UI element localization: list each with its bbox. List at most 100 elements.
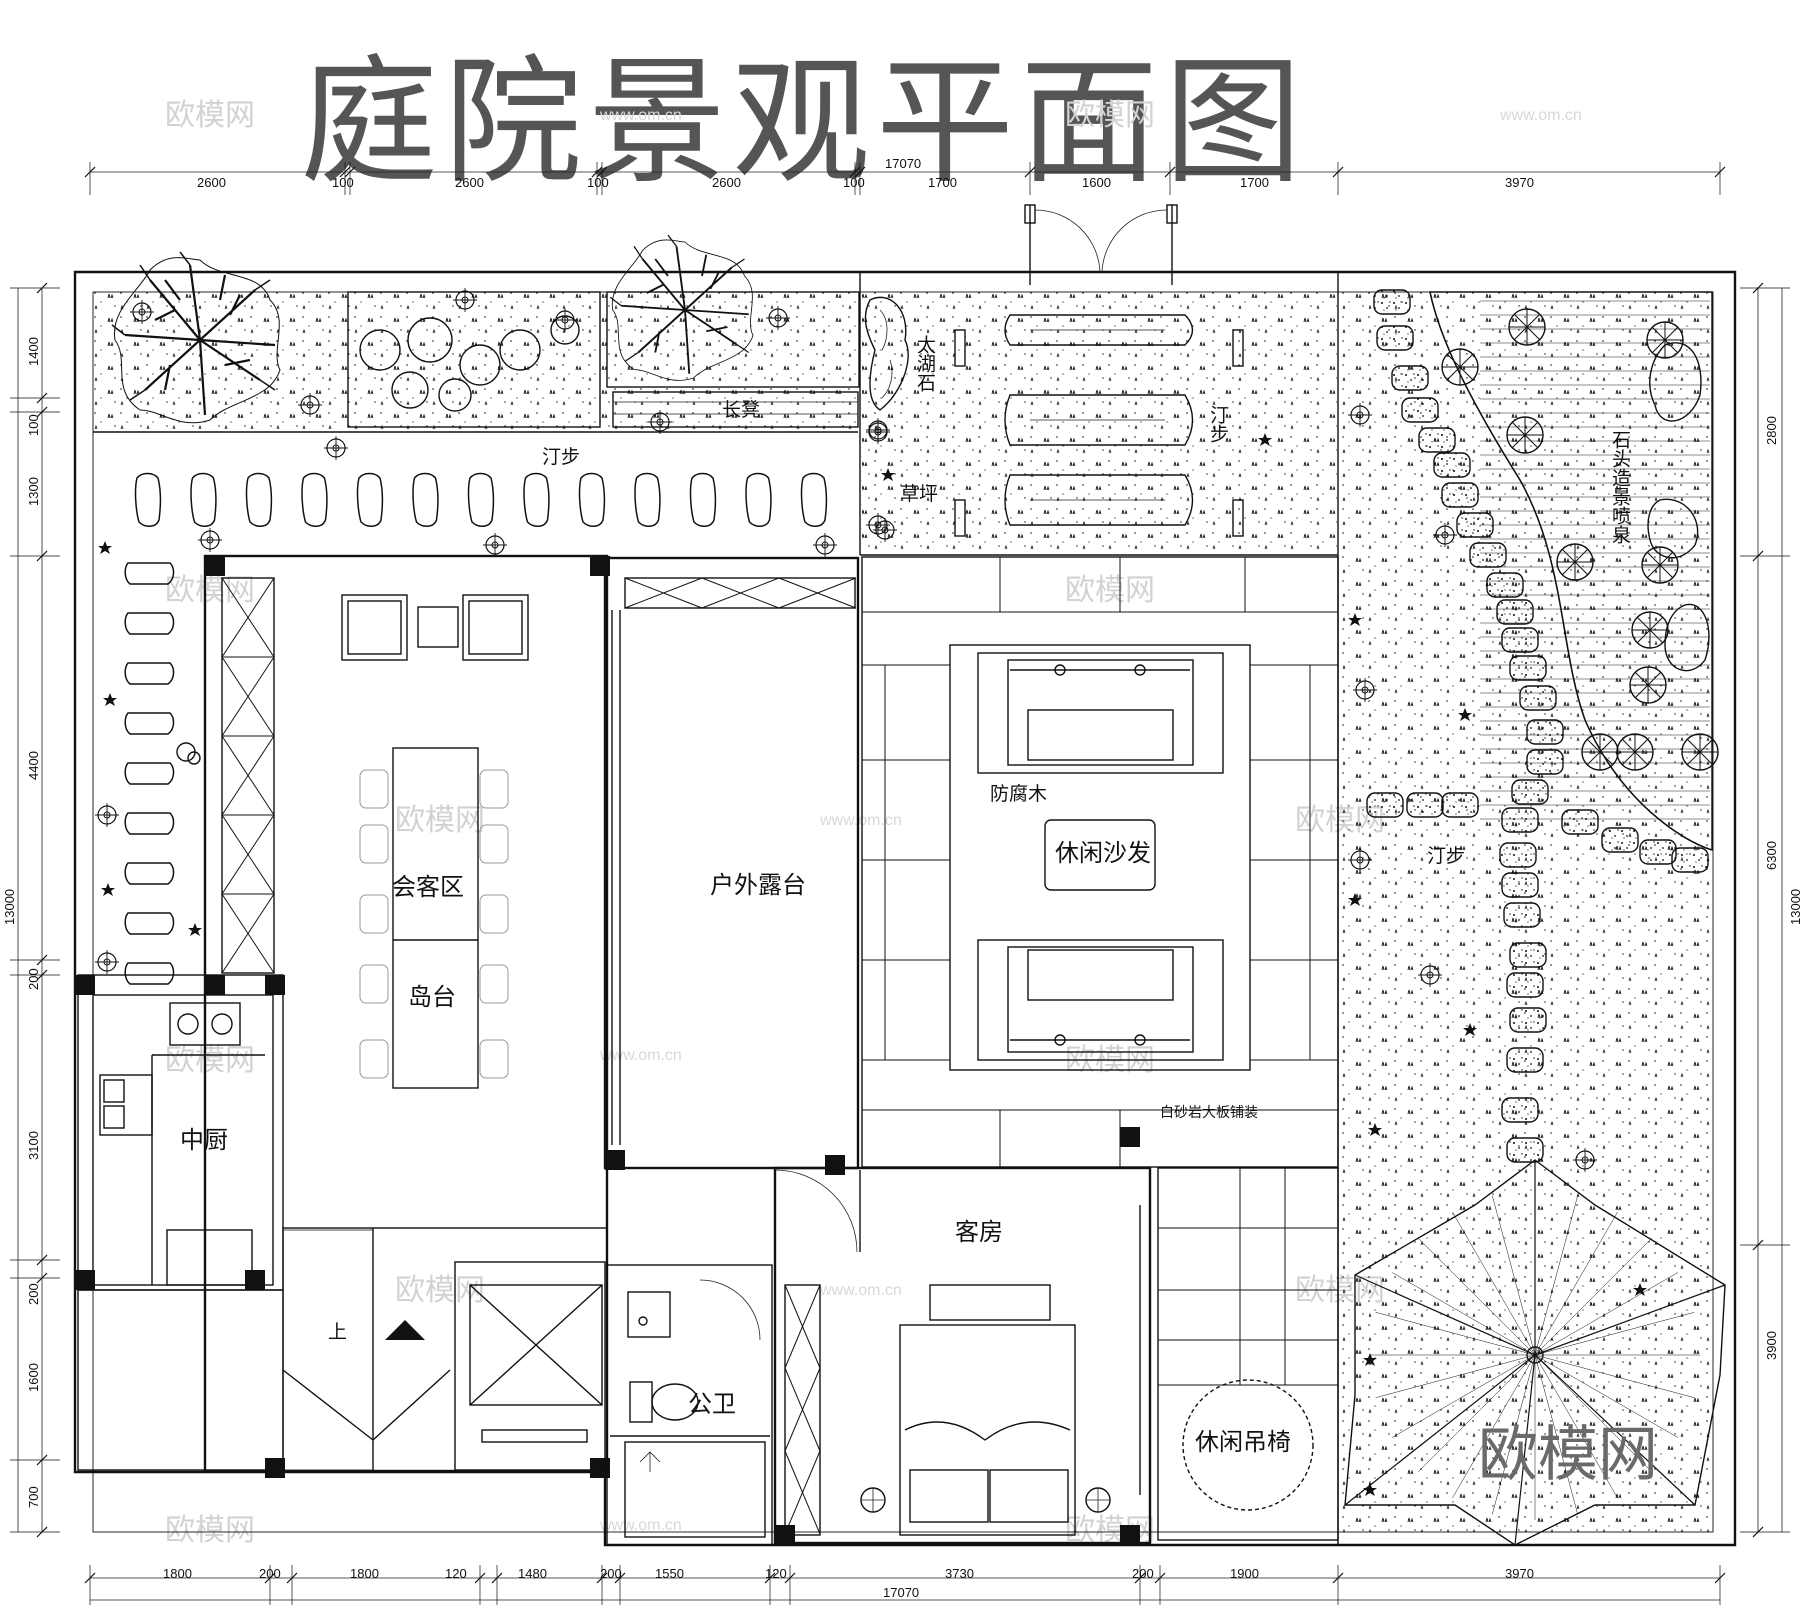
- dim-bottom-9: 3730: [945, 1566, 974, 1581]
- terrace-cross: [701, 577, 780, 609]
- kitchen: [99, 1002, 265, 1286]
- bar-stool: [359, 824, 389, 864]
- stepping-stone: [467, 472, 495, 527]
- stepping-stone: [634, 472, 661, 527]
- stepping-stone: [1391, 365, 1429, 391]
- bar-stool: [479, 769, 509, 809]
- stepping-stone: [1376, 325, 1414, 351]
- stepping-stone: [1509, 942, 1547, 968]
- guest-room: [773, 1166, 1152, 1545]
- reception-area-label: 会客区: [392, 873, 464, 901]
- dim-left-8: 1600: [26, 1363, 41, 1392]
- wardrobe-cross: [784, 1450, 821, 1535]
- stepping-stone: [1561, 809, 1599, 835]
- rock-fountain-stones: [1647, 342, 1710, 672]
- wood-deck: [949, 644, 1251, 1071]
- stepping-stone: [800, 472, 828, 527]
- stepping-stone: [1506, 1137, 1544, 1163]
- stepping-stone: [1433, 452, 1471, 478]
- bar-stool: [479, 964, 509, 1004]
- cabinet-cross: [221, 814, 275, 895]
- stepping-stone: [1366, 792, 1404, 818]
- structural-column: [205, 556, 225, 576]
- umbrella-rib: [1514, 1354, 1536, 1546]
- stepping-stone: [1526, 719, 1564, 745]
- bar-stool: [359, 894, 389, 934]
- dim-left-3: 1300: [26, 477, 41, 506]
- umbrella-fold-line: [1534, 1272, 1679, 1356]
- stepping-stone: [1506, 1047, 1544, 1073]
- taihu-stone-symbol: [864, 296, 909, 411]
- umbrella-fold-line: [1534, 1211, 1618, 1356]
- paving-label: 白砂岩大板铺装: [1160, 1105, 1258, 1121]
- stepping-stone: [124, 662, 175, 685]
- stepping-stone: [1601, 827, 1639, 853]
- stepping-stone: [1441, 482, 1479, 508]
- umbrella-rib: [1354, 1274, 1536, 1356]
- house-structure: [77, 554, 609, 1473]
- dim-top-1: 2600: [197, 175, 226, 190]
- stepping-stone: [1519, 685, 1557, 711]
- hanging-chair-area: [1157, 1167, 1339, 1541]
- stepping-stone: [134, 472, 162, 527]
- stepping-stone: [1499, 842, 1537, 868]
- preservative-wood-label: 防腐木: [990, 783, 1047, 805]
- dim-left-9: 700: [26, 1486, 41, 1508]
- watermark-brand: 欧模网: [1065, 573, 1155, 608]
- umbrella-rib: [1344, 1354, 1536, 1506]
- dim-bottom-12: 3970: [1505, 1566, 1534, 1581]
- stepping-stone: [190, 472, 217, 527]
- stepping-stone: [578, 472, 606, 527]
- dim-bottom-8: 120: [765, 1566, 787, 1581]
- stepping-stone: [124, 912, 175, 935]
- umbrella-rib: [1534, 1284, 1726, 1356]
- stepping-stone: [1511, 779, 1549, 805]
- stepping-stones-left: [124, 562, 175, 985]
- stepping-stone: [1373, 289, 1411, 315]
- dim-top-8: 1600: [1082, 175, 1111, 190]
- bar-stool: [359, 769, 389, 809]
- stepping-stone: [689, 472, 717, 527]
- structural-column: [75, 975, 95, 995]
- stepping-stone: [1441, 792, 1479, 818]
- umbrella-fold-line: [1391, 1354, 1536, 1438]
- dim-top-9: 1700: [1240, 175, 1269, 190]
- structural-column: [205, 975, 225, 995]
- dim-left-2: 100: [26, 414, 41, 436]
- structural-column: [1120, 1127, 1140, 1147]
- structural-column: [75, 1270, 95, 1290]
- bar-stool: [479, 894, 509, 934]
- dim-bottom-6: 200: [600, 1566, 622, 1581]
- wardrobe-cross: [784, 1284, 821, 1369]
- terrace-cross: [778, 577, 857, 609]
- left-strip-planting: [94, 541, 202, 975]
- umbrella-fold-line: [1418, 1354, 1536, 1472]
- watermark-brand: 欧模网: [395, 803, 485, 838]
- umbrella-pavilion: [1344, 1159, 1726, 1546]
- stepping-stone: [1503, 902, 1541, 928]
- stepping-stone: [124, 862, 175, 885]
- rock-fountain-label: 石头造景喷泉: [1609, 430, 1631, 544]
- dimension-bottom: 1800 200 1800 120 1480 200 1550 120 3730…: [84, 1565, 1726, 1605]
- dim-right-total: 13000: [1788, 889, 1800, 925]
- stepping-stone: [245, 472, 273, 527]
- reception-area: [341, 594, 529, 1089]
- dim-bottom-2: 200: [259, 1566, 281, 1581]
- cabinet-cross: [221, 735, 275, 816]
- watermark-brand: 欧模网: [1065, 98, 1155, 133]
- umbrella-fold-line: [1534, 1195, 1578, 1356]
- umbrella-fold-line: [1534, 1312, 1695, 1356]
- stepping-stone: [1639, 839, 1677, 865]
- outdoor-terrace: [603, 556, 860, 1170]
- stepping-stone: [412, 472, 439, 527]
- dimension-left: 1400 100 1300 4400 200 3100 200 1600 700…: [2, 282, 60, 1538]
- umbrella-fold-line: [1391, 1272, 1536, 1356]
- dim-left-1: 1400: [26, 337, 41, 366]
- stepping-stones-top-label: 汀步: [542, 446, 580, 468]
- dim-right-3: 3900: [1764, 1331, 1779, 1360]
- stepping-stone: [124, 812, 175, 835]
- bar-stool: [479, 824, 509, 864]
- public-toilet: [606, 1264, 773, 1546]
- dim-bottom-10: 200: [1132, 1566, 1154, 1581]
